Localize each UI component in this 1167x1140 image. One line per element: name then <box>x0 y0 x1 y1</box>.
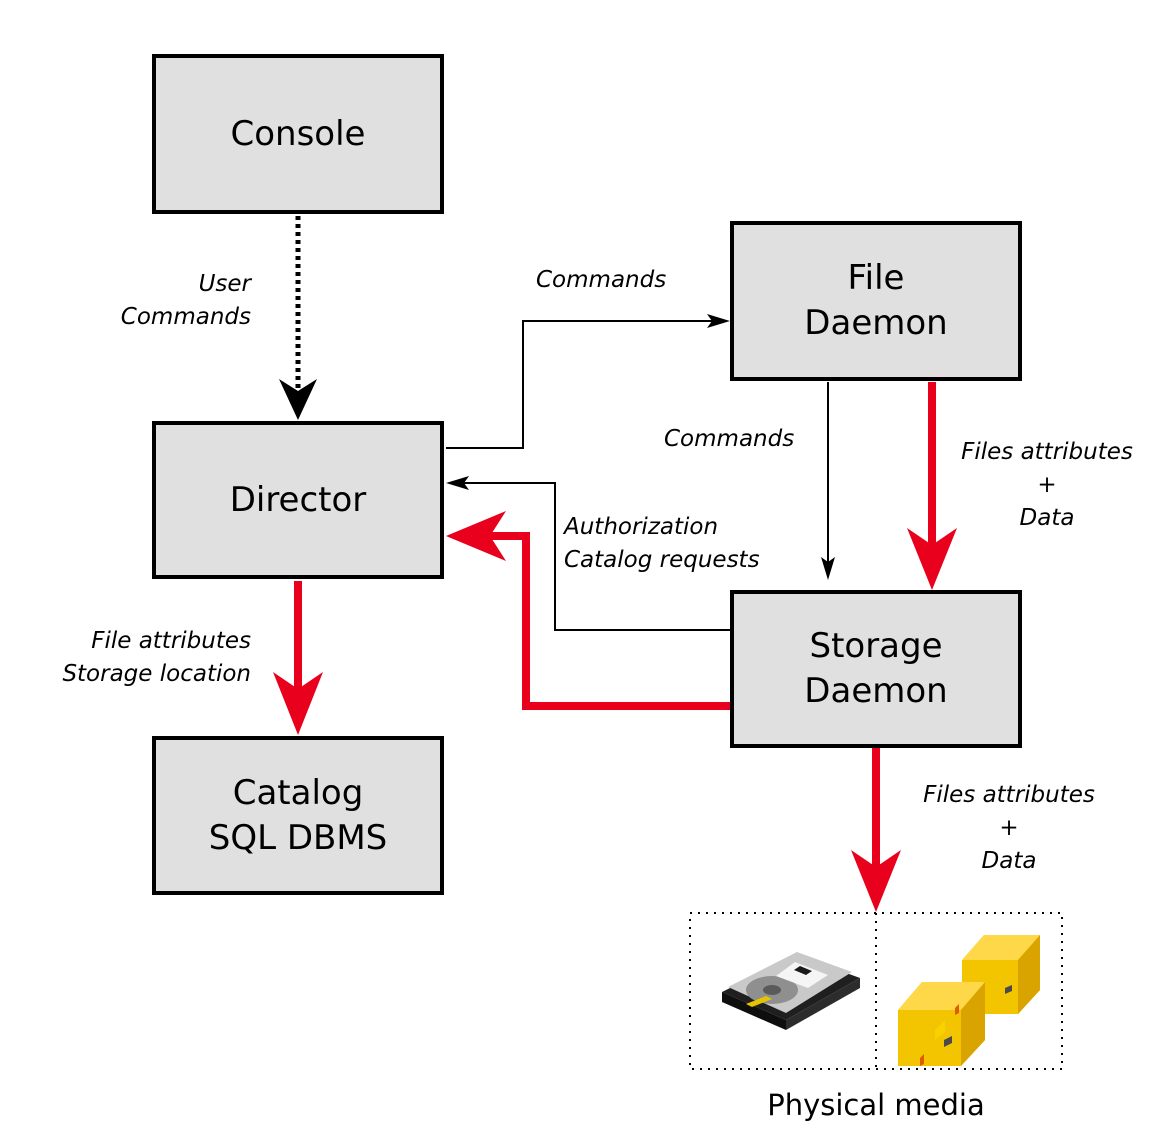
sd-to-director-auth-line <box>458 482 730 631</box>
physical-media-caption: Physical media <box>767 1088 985 1122</box>
fd-to-sd-commands-arrowhead <box>821 557 835 580</box>
director-to-file-daemon-arrowhead <box>707 314 730 328</box>
director-box: Director <box>152 421 444 579</box>
director-to-catalog-arrowhead <box>273 672 323 735</box>
tape-cartridges-icon <box>898 935 1040 1066</box>
user-commands-label: User Commands <box>120 271 251 330</box>
fd-to-sd-data-label: Files attributes + Data <box>961 439 1133 531</box>
fd-to-sd-data-arrowhead <box>907 528 957 590</box>
storage-daemon-box: Storage Daemon <box>730 590 1022 748</box>
console-to-director-arrowhead <box>279 379 317 420</box>
catalog-box: Catalog SQL DBMS <box>152 736 444 895</box>
director-to-file-daemon-label: Commands <box>536 267 667 293</box>
director-to-catalog-label: File attributes Storage location <box>62 628 251 687</box>
sd-to-director-data-line <box>478 532 730 710</box>
sd-to-director-data-arrowhead <box>446 511 506 561</box>
file-daemon-box: File Daemon <box>730 221 1022 381</box>
console-box: Console <box>152 54 444 214</box>
hard-disk-icon <box>722 952 860 1030</box>
sd-to-media-arrowhead <box>851 850 901 912</box>
authorization-catalog-label: Authorization Catalog requests <box>564 514 760 573</box>
fd-to-sd-commands-label: Commands <box>664 426 795 452</box>
sd-to-media-label: Files attributes + Data <box>923 782 1095 874</box>
director-to-file-daemon-line <box>446 320 718 449</box>
sd-to-director-auth-arrowhead <box>446 476 469 490</box>
